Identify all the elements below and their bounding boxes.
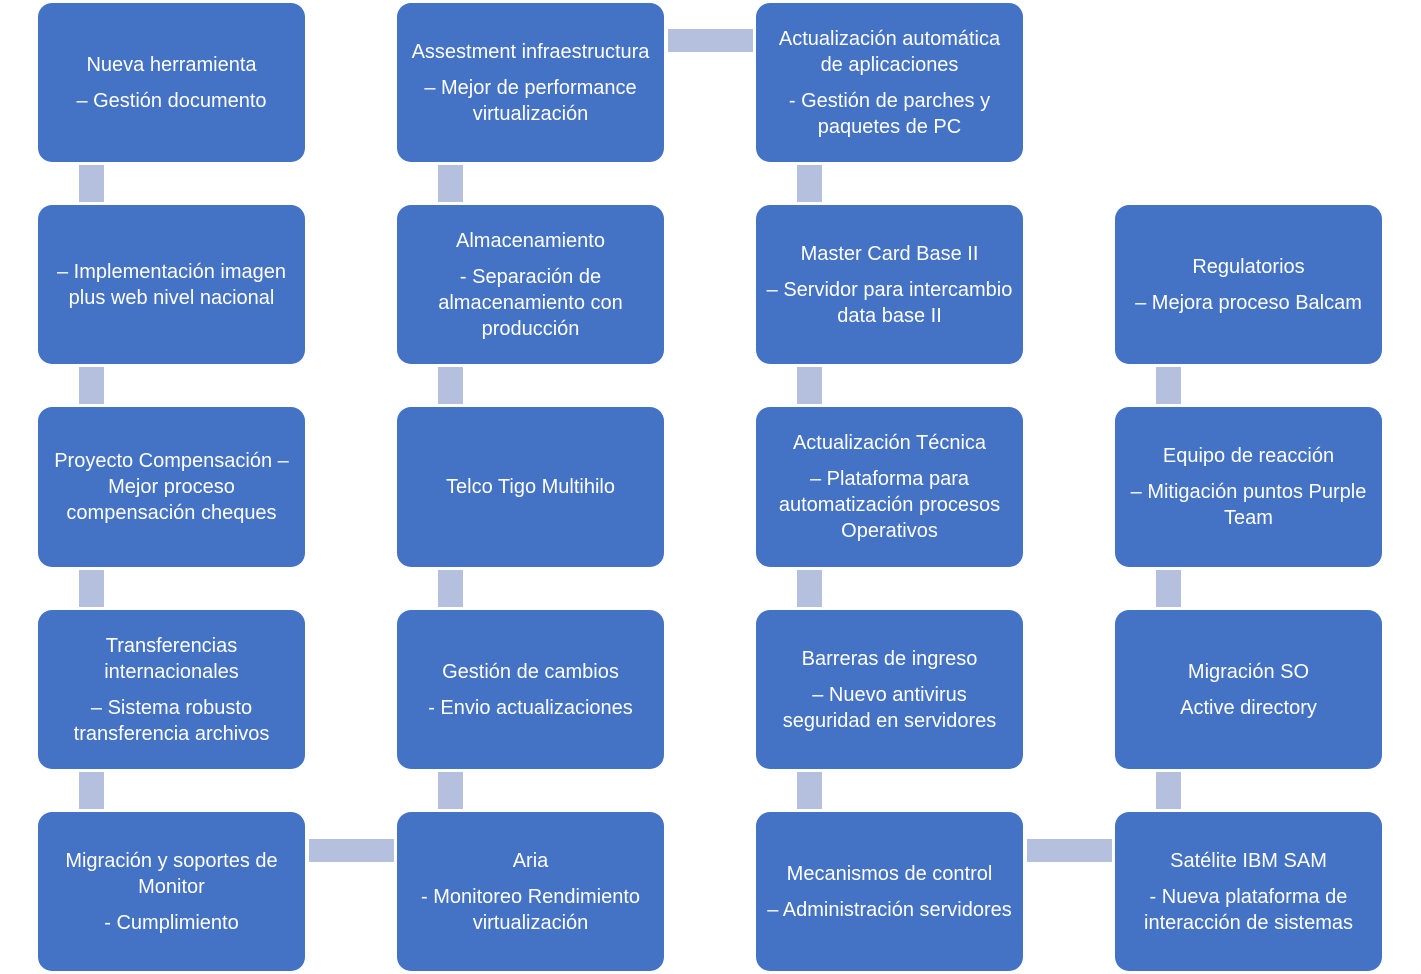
node-title: Assestment infraestructura (411, 40, 650, 63)
connector-c2-r1-r2 (438, 165, 463, 202)
connector-c3-c4-r5 (1027, 839, 1112, 862)
node-implementacion-imagen: – Implementación imagen plus web nivel n… (38, 205, 305, 364)
node-title: Aria (512, 849, 549, 872)
node-title: Telco Tigo Multihilo (446, 476, 615, 498)
node-detail: - Monitoreo Rendimiento virtualización (421, 885, 640, 934)
node-title: Actualización Técnica (792, 432, 987, 454)
node-telco-tigo-multihilo: Telco Tigo Multihilo (397, 407, 664, 567)
node-detail: – Mejor de performance virtualización (424, 76, 637, 125)
connector-c2-r4-r5 (438, 772, 463, 809)
node-proyecto-compensacion: Proyecto Compensación – Mejor proceso co… (38, 407, 305, 567)
node-detail: - Separación de almacenamiento con produ… (438, 265, 623, 340)
node-migracion-soportes-monitor: Migración y soportes de Monitor - Cumpli… (38, 812, 305, 971)
node-detail: – Sistema robusto transferencia archivos (73, 696, 270, 745)
node-title: Regulatorios (1192, 255, 1305, 278)
connector-c3-r2-r3 (797, 367, 822, 404)
connector-c3-r1-r2 (797, 165, 822, 202)
node-detail: – Nuevo antivirus seguridad en servidore… (782, 683, 997, 732)
node-transferencias-internacionales: Transferencias internacionales – Sistema… (38, 610, 305, 769)
connector-c1-r4-r5 (79, 772, 104, 809)
node-detail: – Gestión documento (76, 89, 267, 112)
connector-c4-r4-r5 (1156, 772, 1181, 809)
node-title: Nueva herramienta (86, 53, 257, 76)
node-detail: – Administración servidores (767, 898, 1012, 921)
node-actualizacion-automatica: Actualización automática de aplicaciones… (756, 3, 1023, 162)
node-title: Satélite IBM SAM (1170, 849, 1327, 872)
node-detail: - Envio actualizaciones (428, 696, 633, 719)
node-detail: – Implementación imagen plus web nivel n… (56, 260, 286, 309)
connector-c3-r3-r4 (797, 570, 822, 607)
node-master-card-base-ii: Master Card Base II – Servidor para inte… (756, 205, 1023, 364)
node-equipo-de-reaccion: Equipo de reacción – Mitigación puntos P… (1115, 407, 1382, 567)
node-gestion-de-cambios: Gestión de cambios - Envio actualizacion… (397, 610, 664, 769)
node-title: Gestión de cambios (442, 660, 619, 683)
node-title: Equipo de reacción (1162, 445, 1335, 467)
node-title: Mecanismos de control (786, 862, 993, 885)
node-assestment-infraestructura: Assestment infraestructura – Mejor de pe… (397, 3, 664, 162)
node-regulatorios: Regulatorios – Mejora proceso Balcam (1115, 205, 1382, 364)
connector-c4-r3-r4 (1156, 570, 1181, 607)
node-title: Almacenamiento (456, 229, 605, 252)
node-title: Transferencias internacionales (104, 634, 239, 683)
node-title: Proyecto Compensación – Mejor proceso co… (54, 450, 289, 524)
node-title: Master Card Base II (800, 242, 979, 265)
connector-c2-r3-r4 (438, 570, 463, 607)
node-detail: Active directory (1180, 696, 1317, 719)
node-actualizacion-tecnica: Actualización Técnica – Plataforma para … (756, 407, 1023, 567)
node-barreras-de-ingreso: Barreras de ingreso – Nuevo antivirus se… (756, 610, 1023, 769)
connector-c2-c3-r1 (668, 29, 753, 52)
connector-c1-r3-r4 (79, 570, 104, 607)
node-almacenamiento: Almacenamiento - Separación de almacenam… (397, 205, 664, 364)
connector-c1-c2-r5 (309, 839, 394, 862)
node-detail: - Gestión de parches y paquetes de PC (788, 89, 991, 138)
node-satelite-ibm-sam: Satélite IBM SAM - Nueva plataforma de i… (1115, 812, 1382, 971)
node-detail: - Nueva plataforma de interacción de sis… (1144, 885, 1353, 934)
node-title: Barreras de ingreso (801, 647, 978, 670)
node-title: Migración y soportes de Monitor (65, 849, 278, 898)
connector-c2-r2-r3 (438, 367, 463, 404)
node-mecanismos-de-control: Mecanismos de control – Administración s… (756, 812, 1023, 971)
node-migracion-so: Migración SO Active directory (1115, 610, 1382, 769)
connector-c1-r2-r3 (79, 367, 104, 404)
connector-c1-r1-r2 (79, 165, 104, 202)
node-detail: – Plataforma para automatización proceso… (778, 468, 1001, 542)
node-title: Migración SO (1187, 660, 1310, 683)
connector-c4-r2-r3 (1156, 367, 1181, 404)
node-aria: Aria - Monitoreo Rendimiento virtualizac… (397, 812, 664, 971)
connector-c3-r4-r5 (797, 772, 822, 809)
node-detail: – Mejora proceso Balcam (1135, 291, 1362, 314)
node-nueva-herramienta: Nueva herramienta – Gestión documento (38, 3, 305, 162)
node-detail: - Cumplimiento (104, 911, 239, 934)
node-detail: – Mitigación puntos Purple Team (1130, 481, 1367, 529)
node-detail: – Servidor para intercambio data base II (766, 278, 1013, 327)
node-title: Actualización automática de aplicaciones (778, 27, 1001, 76)
